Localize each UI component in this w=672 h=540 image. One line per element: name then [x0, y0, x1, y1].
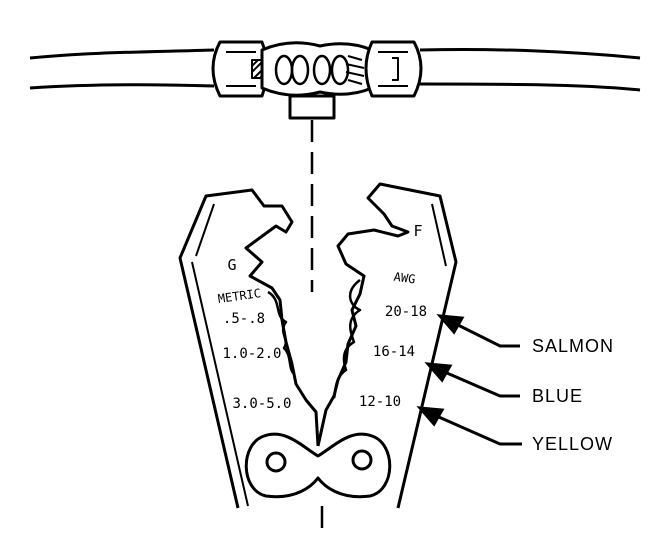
pivot-hole-left	[265, 451, 287, 473]
right-sleeve	[364, 40, 423, 98]
die-label-f: F	[413, 222, 422, 240]
awg-header: AWG	[393, 270, 416, 287]
metric-size-1: .5-.8	[223, 311, 265, 327]
right-jaw	[316, 182, 458, 509]
callout-salmon-label: SALMON	[532, 336, 614, 356]
yellow-arrow-shaft	[431, 412, 522, 446]
wire-splice-illustration	[29, 40, 641, 120]
left-jaw	[178, 188, 320, 509]
callout-blue-label: BLUE	[532, 386, 583, 406]
awg-size-2: 16-14	[373, 344, 415, 360]
yellow-arrowhead	[416, 406, 445, 427]
crimp-tool	[178, 182, 458, 528]
pivot-hole-right	[351, 449, 373, 471]
metric-size-3: 3.0-5.0	[232, 396, 291, 412]
blue-arrow-shaft	[439, 368, 520, 398]
splice-center-tab	[288, 94, 336, 120]
salmon-arrowhead	[436, 314, 465, 335]
die-label-g: G	[227, 256, 236, 274]
awg-size-1: 20-18	[385, 304, 427, 320]
left-wire	[29, 48, 215, 90]
salmon-arrow-shaft	[451, 320, 520, 348]
metric-size-2: 1.0-2.0	[222, 346, 281, 362]
center-barrel	[260, 41, 374, 97]
blue-arrowhead	[424, 362, 453, 383]
right-wire	[419, 47, 641, 92]
callout-arrows	[416, 314, 522, 446]
pivot-boss	[244, 432, 392, 499]
metric-header: METRIC	[217, 286, 262, 306]
callout-yellow-label: YELLOW	[532, 434, 613, 454]
awg-size-3: 12-10	[359, 394, 401, 410]
